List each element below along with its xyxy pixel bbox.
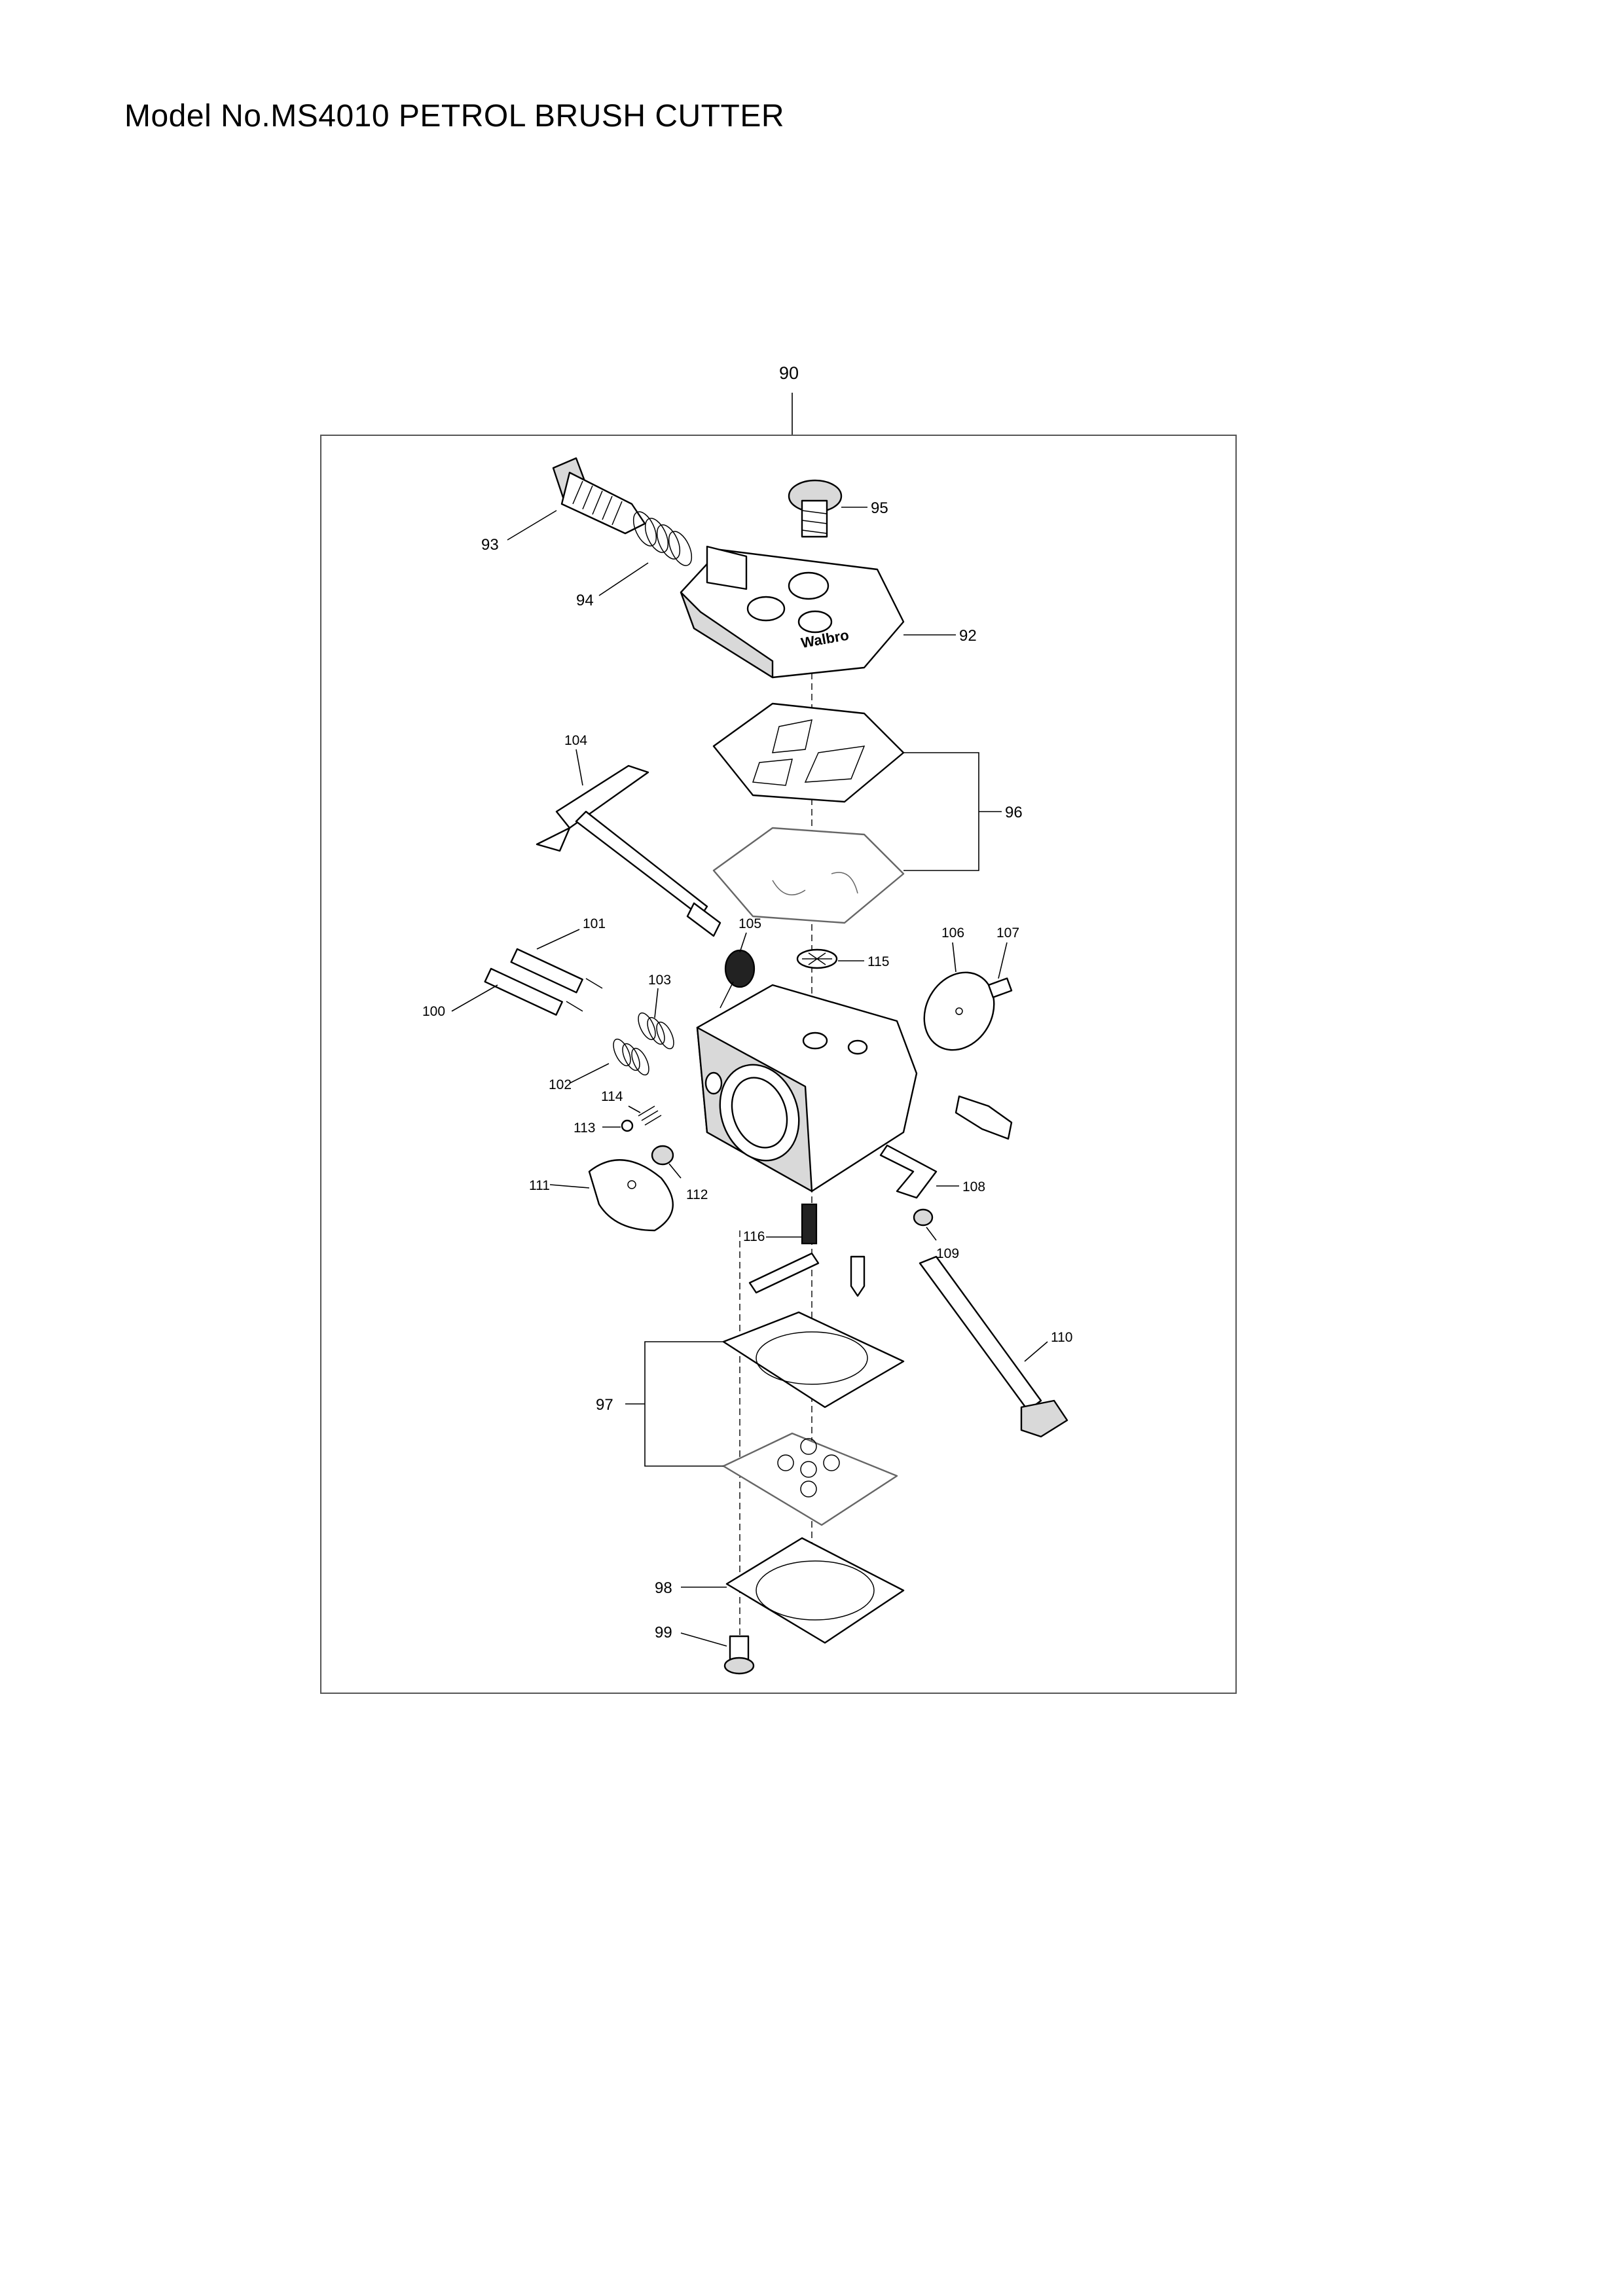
leader-103 [654,988,659,1018]
screw-part-109 [913,1208,934,1227]
leader-107 [998,942,1008,979]
page-title: Model No.MS4010 PETROL BRUSH CUTTER [124,99,784,134]
label-115: 115 [867,954,889,969]
spring-part-105 [720,949,756,1009]
leader-111 [549,1184,590,1189]
ball-part-113 [621,1119,634,1132]
lever-part-108 [879,1144,938,1199]
label-113: 113 [574,1121,595,1136]
choke-plate-part-111 [588,1159,674,1232]
screw-part-112 [651,1145,674,1166]
leader-96 [903,752,1002,871]
leader-105 [739,932,747,953]
label-109: 109 [936,1246,959,1261]
label-107: 107 [996,925,1019,941]
spring-part-102 [613,1038,649,1076]
label-110: 110 [1051,1330,1072,1345]
leader-110 [1024,1341,1048,1362]
label-101: 101 [583,916,606,931]
leader-100 [451,984,498,1012]
leader-93 [507,510,557,541]
leader-97 [625,1341,723,1467]
label-98: 98 [655,1579,672,1597]
throttle-plate-part-106 [923,971,995,1051]
label-97: 97 [596,1396,613,1414]
label-93: 93 [481,536,499,554]
label-112: 112 [686,1187,708,1202]
leader-104 [575,749,583,786]
label-105: 105 [739,916,761,931]
label-106: 106 [941,925,964,941]
choke-shaft-part-104 [536,764,721,937]
spring-part-103 [638,1012,674,1050]
leader-102 [569,1063,610,1084]
screw-part-107 [987,977,1013,998]
fuel-fitting [955,1095,1013,1140]
label-116: 116 [743,1229,765,1244]
label-92: 92 [959,627,977,645]
label-111: 111 [529,1178,550,1193]
label-99: 99 [655,1624,672,1641]
label-100: 100 [422,1004,445,1019]
leader-109 [926,1227,937,1241]
needle-part-100 [484,967,583,1016]
label-103: 103 [648,973,671,988]
leader-106 [952,942,957,973]
assembly-frame [320,435,1237,1694]
spring-part-94 [632,511,693,566]
label-95: 95 [871,499,888,517]
label-108: 108 [962,1179,985,1194]
gasket-set-top-part-96 [712,702,905,924]
screw-part-95 [788,479,843,538]
leader-99 [680,1632,727,1647]
label-102: 102 [549,1077,572,1092]
carburetor-cover-part-92: Walbro [680,545,905,679]
label-104: 104 [564,733,587,748]
inlet-needle-set-part-116 [748,1203,866,1297]
spring-part-114 [638,1105,662,1126]
screen-part-115 [796,948,838,969]
needle-part-101 [510,948,603,994]
label-94: 94 [576,592,594,609]
carburetor-body [696,984,918,1193]
gasket-set-bottom-part-97 [722,1311,905,1526]
assembly-ref-label: 90 [779,363,799,383]
leader-101 [536,929,580,950]
leader-112 [668,1163,682,1179]
leader-114 [628,1105,641,1113]
label-96: 96 [1005,804,1023,821]
adjust-screw-part-93 [552,457,646,535]
screw-part-99 [723,1635,755,1675]
label-114: 114 [601,1089,623,1104]
throttle-shaft-part-110 [919,1255,1068,1438]
leader-94 [598,562,649,596]
diaphragm-cover-part-98 [725,1537,905,1644]
